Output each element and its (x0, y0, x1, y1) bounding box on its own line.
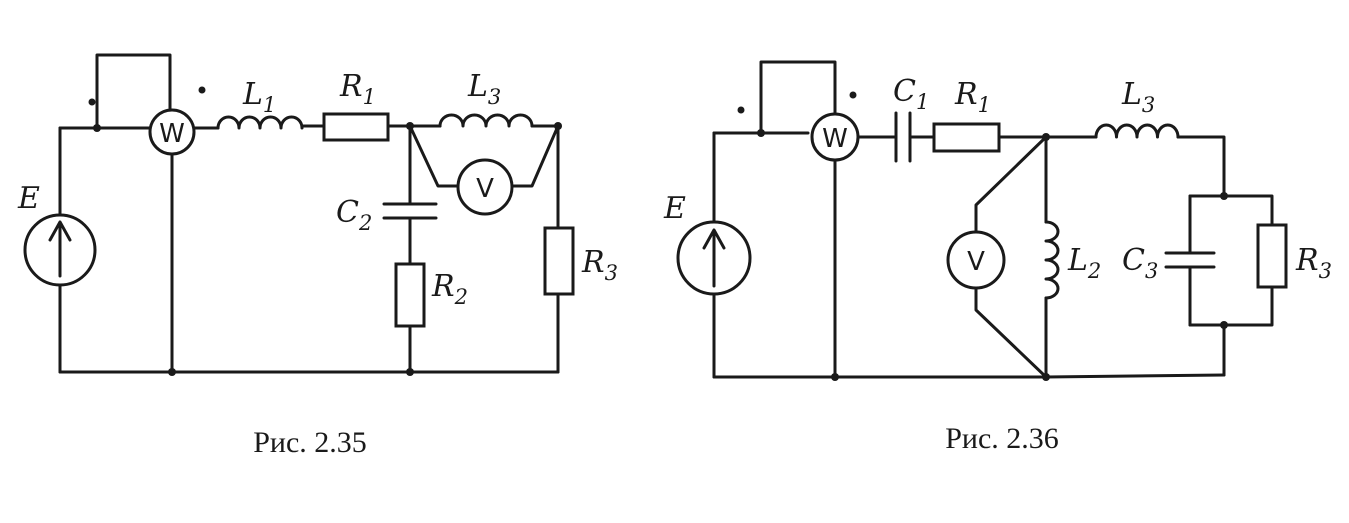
voltmeter-label: V (476, 174, 494, 204)
label-l3: L3 (467, 69, 501, 109)
label-r3: R3 (581, 245, 618, 285)
parallel-block-top (1188, 194, 1274, 227)
label-r1: R1 (954, 77, 991, 117)
junction-dot (406, 122, 414, 130)
caption-fig-2-35: Рис. 2.35 (253, 426, 367, 459)
wattmeter-marker-dot (849, 91, 857, 99)
wattmeter-label: W (822, 124, 848, 154)
figure-2-36: W V E C1 R1 L3 L2 C3 R3 Рис. 2.36 (663, 60, 1332, 455)
junction-dot (168, 368, 176, 376)
wattmeter-w (148, 108, 196, 156)
label-l3: L3 (1121, 77, 1155, 117)
capacitor-c1 (894, 111, 912, 163)
label-c2: C2 (336, 195, 372, 235)
label-r1: R1 (339, 69, 376, 109)
wire-l3-to-right (1176, 135, 1226, 198)
inductor-l3 (438, 113, 534, 128)
junction-dot (1220, 192, 1228, 200)
junction-dot (831, 373, 839, 381)
junction-dot (1220, 321, 1228, 329)
caption-fig-2-36: Рис. 2.36 (945, 422, 1059, 455)
junction-dot (406, 368, 414, 376)
voltmeter-lead-bottom (974, 286, 1048, 379)
wattmeter-marker-dot (198, 86, 206, 94)
label-e: E (663, 191, 686, 226)
source-arrow-icon (702, 228, 726, 288)
voltmeter-v (456, 158, 514, 216)
wattmeter-voltage-loop (759, 60, 837, 135)
capacitor-c3 (1164, 251, 1216, 269)
label-l1: L1 (242, 77, 276, 117)
label-c1: C1 (893, 74, 929, 114)
capacitor-c2 (382, 202, 438, 220)
voltmeter-v (946, 230, 1006, 290)
figure-2-35: W V E L1 R1 L3 C2 R2 R3 Рис. 2.35 (17, 53, 618, 459)
source-arrow-icon (48, 220, 72, 278)
junction-dot (93, 124, 101, 132)
voltmeter-lead-top (974, 135, 1048, 234)
parallel-block-bottom (1188, 285, 1274, 327)
wattmeter-w (810, 112, 860, 162)
label-r3: R3 (1295, 243, 1332, 283)
resistor-r3 (1256, 223, 1288, 289)
voltmeter-lead-right (510, 124, 560, 188)
resistor-r1 (932, 122, 1001, 153)
wire-bottom (712, 373, 1226, 379)
inductor-l1 (216, 115, 304, 130)
wattmeter-marker-dot (737, 106, 745, 114)
wattmeter-voltage-loop (95, 53, 172, 130)
wattmeter-marker-dot (88, 98, 96, 106)
resistor-r2 (394, 262, 426, 328)
capacitor-c2-gap (384, 204, 436, 218)
inductor-l3 (1094, 123, 1180, 139)
label-c3: C3 (1122, 243, 1158, 283)
wattmeter-label: W (159, 119, 185, 149)
label-e: E (17, 181, 40, 216)
label-r2: R2 (431, 269, 468, 309)
voltmeter-label: V (967, 247, 985, 277)
junction-dot (554, 122, 562, 130)
voltmeter-lead-left (408, 124, 460, 188)
junction-dot (757, 129, 765, 137)
junction-dot (1042, 133, 1050, 141)
junction-dot (1042, 373, 1050, 381)
label-l2: L2 (1067, 243, 1101, 283)
resistor-r3 (543, 226, 575, 296)
resistor-r1 (322, 112, 390, 142)
inductor-l2 (1044, 220, 1060, 300)
